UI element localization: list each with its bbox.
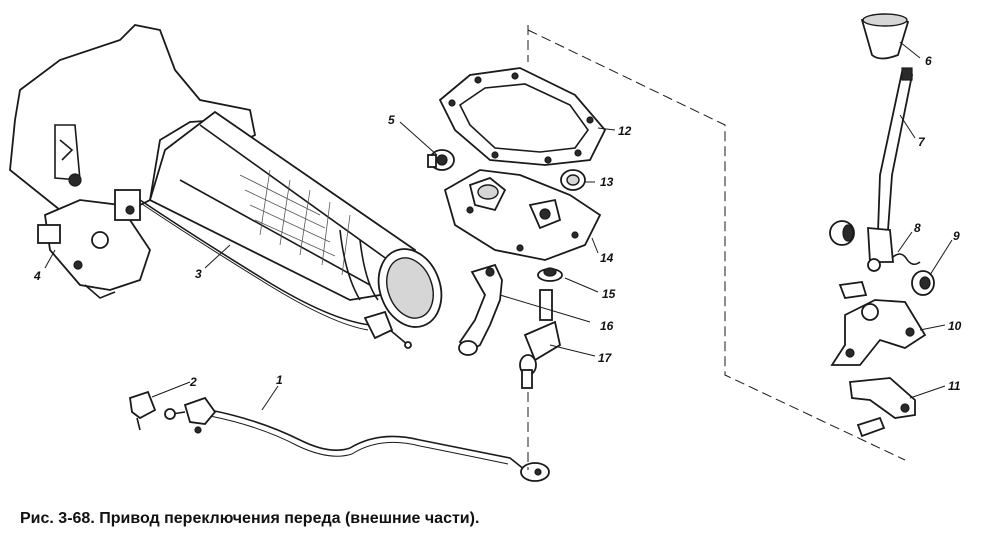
- lever-spring: [891, 253, 921, 266]
- shift-lever-arm: [458, 263, 503, 356]
- lever-bushing-left: [829, 220, 855, 246]
- callout-8: 8: [914, 221, 921, 235]
- lever-pin: [856, 416, 886, 438]
- callout-11: 11: [948, 379, 961, 393]
- selector-lever: [848, 377, 916, 419]
- washer: [537, 267, 563, 282]
- lever-bushing-right: [911, 270, 935, 296]
- gear-lever: [867, 67, 914, 272]
- lever-support: [830, 299, 927, 366]
- transmission-housing: [9, 24, 443, 349]
- rear-extension-ribs: [239, 169, 379, 301]
- callout-10: 10: [948, 319, 962, 333]
- rubber-bushing-right: [560, 169, 586, 191]
- callout-17: 17: [598, 351, 613, 365]
- callout-16: 16: [600, 319, 614, 333]
- callout-15: 15: [602, 287, 616, 301]
- figure-caption: Рис. 3-68. Привод переключения переда (в…: [20, 510, 480, 527]
- callout-leaders: [44, 41, 953, 411]
- callout-5: 5: [388, 113, 395, 127]
- callout-9: 9: [953, 229, 960, 243]
- callout-3: 3: [195, 267, 202, 281]
- callout-1: 1: [276, 373, 283, 387]
- shift-cover: [443, 169, 602, 261]
- selector-rod: [519, 289, 562, 389]
- callout-6: 6: [925, 54, 932, 68]
- assembly-leader-lines: [527, 25, 906, 470]
- shift-cable-assembly: [129, 390, 550, 482]
- callout-13: 13: [600, 175, 614, 189]
- callout-7: 7: [918, 135, 926, 149]
- small-bracket: [838, 281, 868, 299]
- callout-14: 14: [600, 251, 614, 265]
- callout-12: 12: [618, 124, 632, 138]
- callout-4: 4: [33, 269, 41, 283]
- rubber-bushing-left: [427, 149, 455, 171]
- callout-2: 2: [189, 375, 197, 389]
- knob: [860, 13, 910, 60]
- cover-gasket: [438, 67, 607, 166]
